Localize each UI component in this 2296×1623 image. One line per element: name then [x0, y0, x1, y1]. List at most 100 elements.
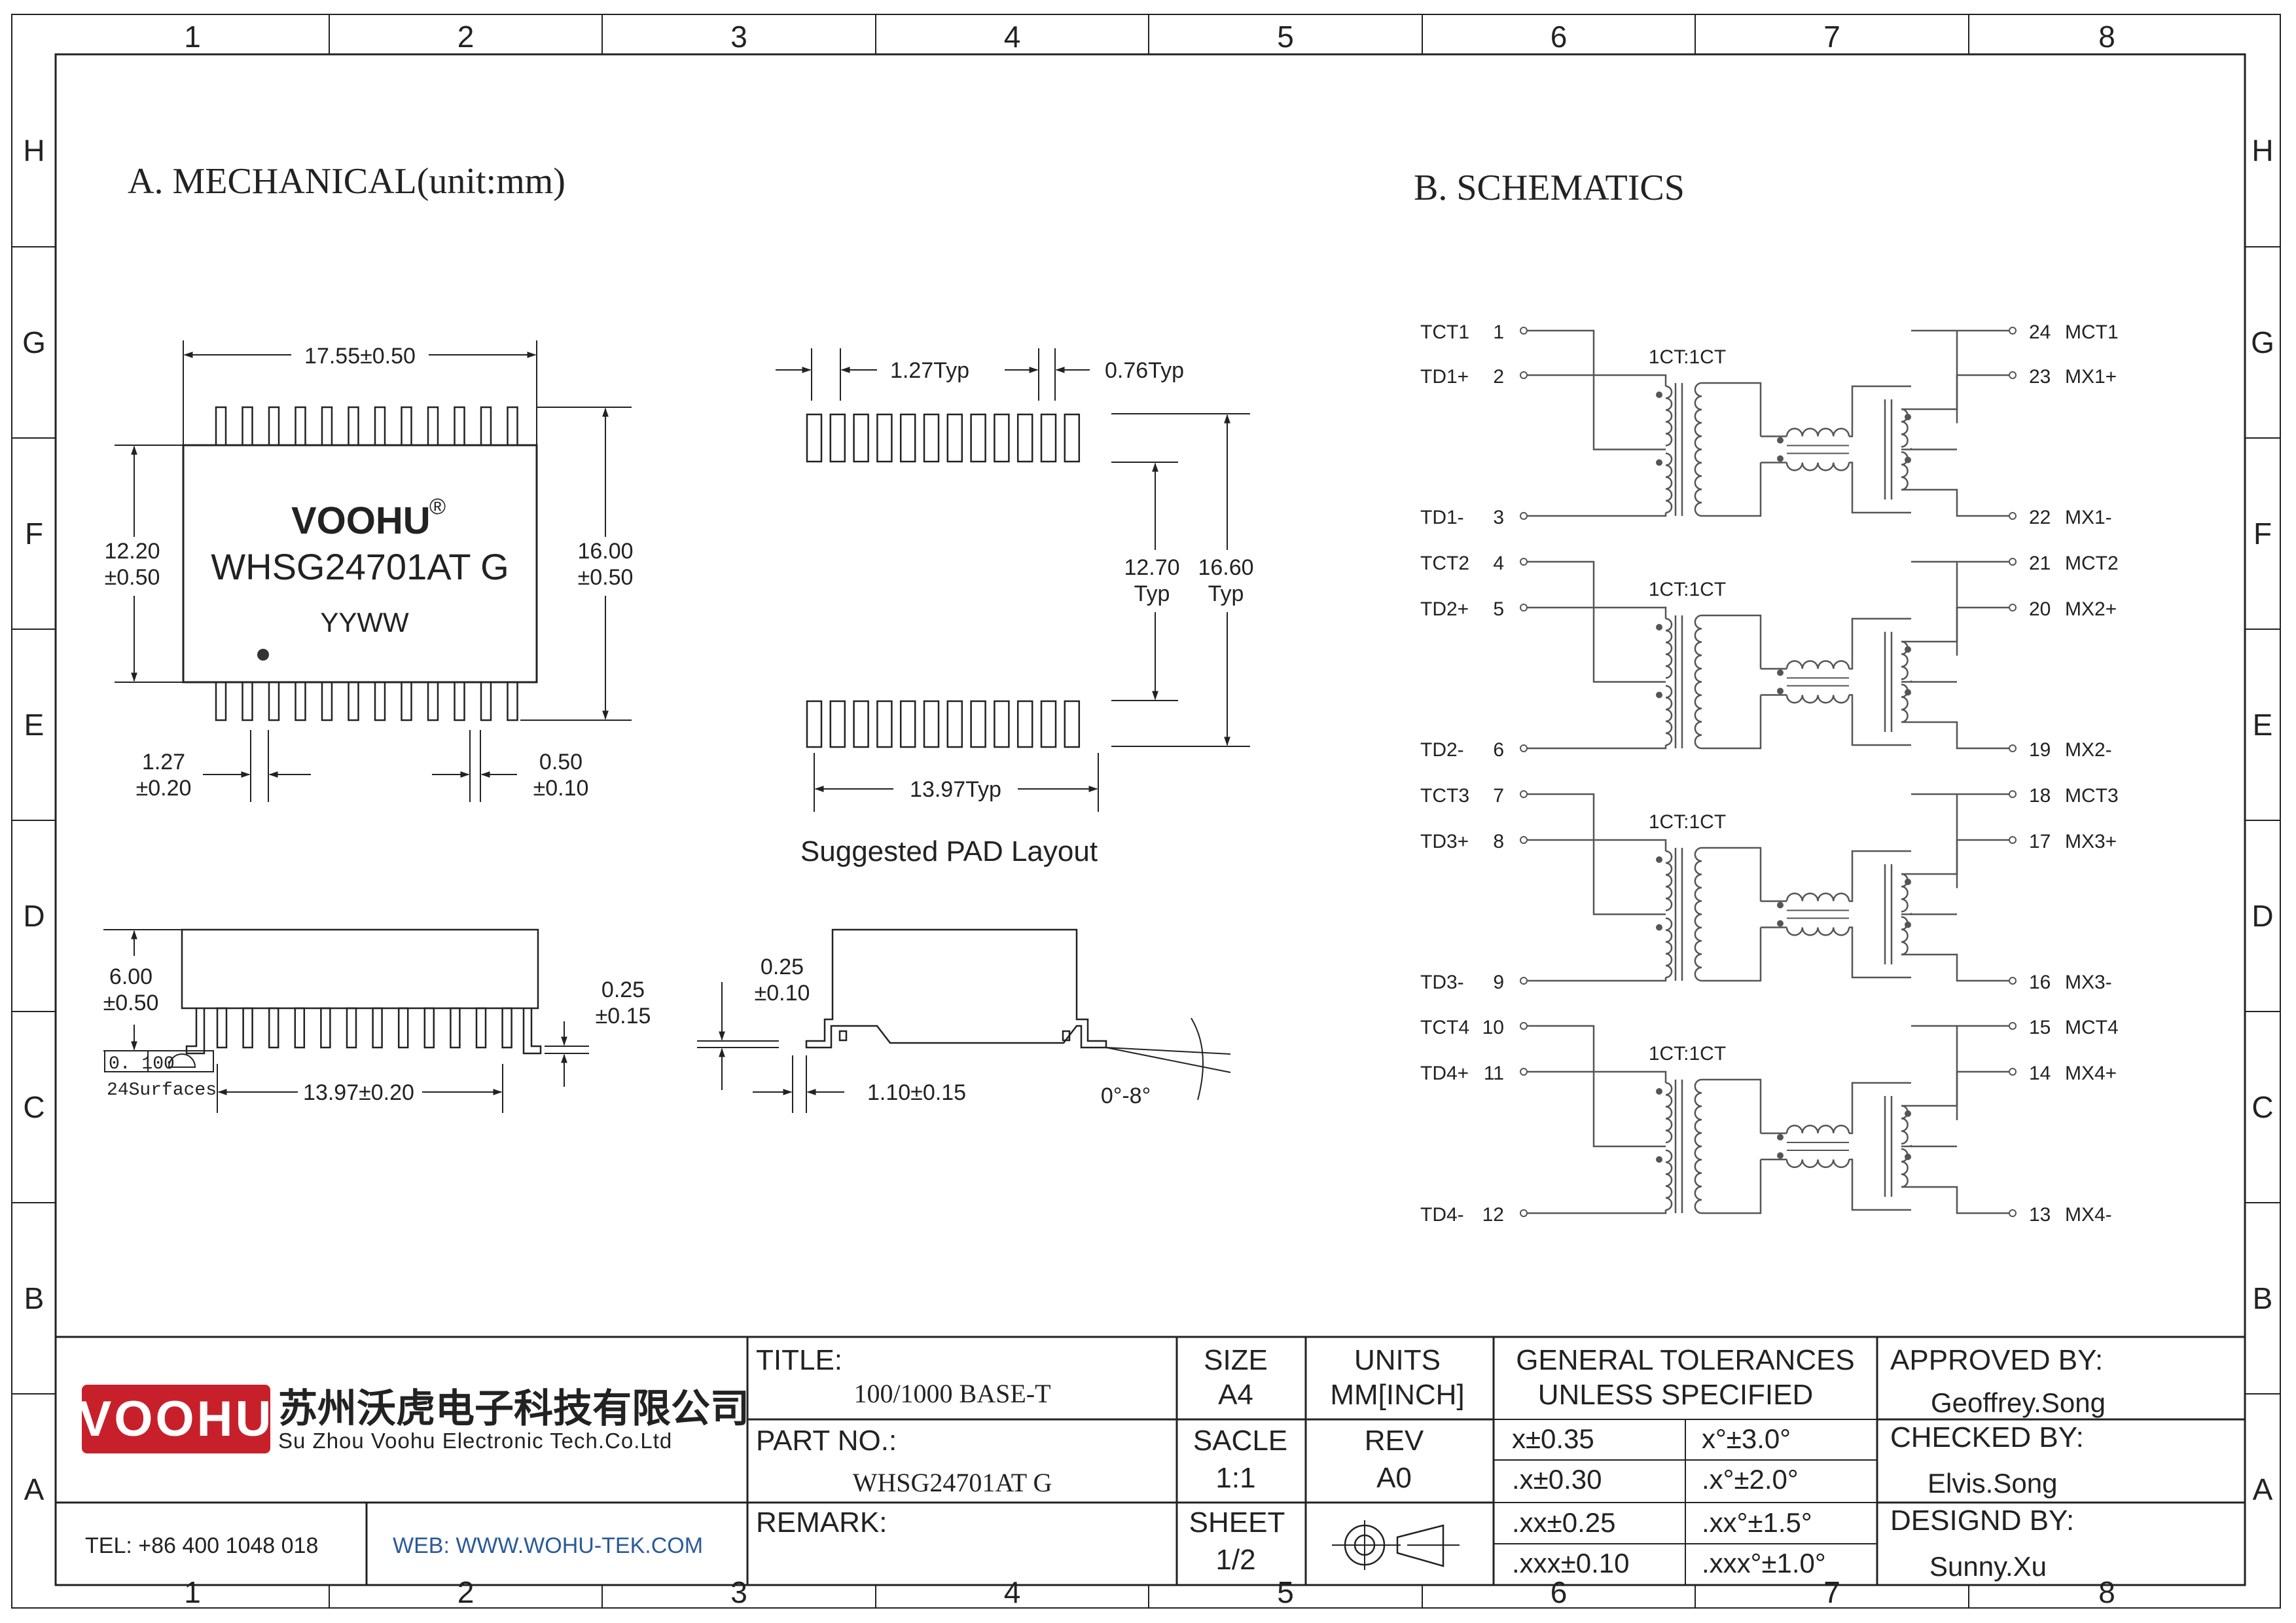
- side-lead: [397, 1007, 409, 1049]
- size-value: A4: [1218, 1379, 1253, 1411]
- standoff-dim: 0.25: [761, 955, 804, 979]
- body-height-tol: ±0.50: [105, 565, 160, 590]
- pin-terminal: [1520, 558, 1528, 566]
- package-pin: [268, 406, 280, 447]
- solder-pad: [923, 700, 940, 748]
- pin-terminal: [1520, 371, 1528, 379]
- grid-row-left: H: [23, 134, 45, 168]
- pin-terminal: [2009, 604, 2017, 611]
- wire: [1901, 374, 2009, 410]
- side-lead: [242, 1007, 253, 1049]
- grid-col-top: 3: [730, 20, 747, 54]
- title-block-grid: [56, 1336, 2245, 1585]
- scale-value: 1:1: [1215, 1462, 1255, 1494]
- choke-winding: [1785, 462, 1850, 471]
- solder-pad: [1040, 413, 1057, 463]
- grid-col-bottom: 4: [1004, 1575, 1021, 1609]
- winding: [1694, 847, 1702, 982]
- ratio-label: 1CT:1CT: [1649, 811, 1726, 833]
- pin-terminal: [1520, 1022, 1528, 1030]
- solder-pad: [899, 700, 916, 748]
- pin-terminal: [2009, 1068, 2017, 1076]
- package-pin: [401, 406, 412, 447]
- ratio-label: 1CT:1CT: [1649, 346, 1726, 368]
- pin-terminal: [2009, 1209, 2017, 1217]
- package-pin: [215, 681, 227, 721]
- tolerance-angular: .x°±2.0°: [1702, 1464, 1799, 1495]
- pitch-tol: ±0.20: [136, 776, 192, 801]
- side-lead: [450, 1007, 461, 1049]
- pin-name: MX2-: [2065, 739, 2112, 761]
- pin-name: MCT1: [2065, 321, 2119, 343]
- part-marking: WHSG24701AT G: [211, 546, 509, 587]
- pin-terminal: [1520, 327, 1528, 335]
- overall-height-tol: ±0.50: [578, 565, 634, 590]
- polarity-dot: [1905, 646, 1911, 653]
- pin-name: TCT3: [1420, 785, 1469, 807]
- package-pin: [401, 681, 412, 721]
- pin-number: 22: [2029, 507, 2051, 528]
- wire: [1901, 1145, 1912, 1148]
- polarity-dot: [1905, 414, 1911, 420]
- pin-name: MX1+: [2065, 366, 2117, 388]
- checked-label: CHECKED BY:: [1890, 1421, 2084, 1453]
- grid-row-right: A: [2253, 1472, 2273, 1506]
- sheet-label: SHEET: [1189, 1506, 1285, 1539]
- pin-number: 16: [2029, 972, 2051, 993]
- body-height-dim: 12.20: [104, 539, 160, 564]
- winding: [1665, 452, 1673, 514]
- grid-row-left: B: [24, 1281, 45, 1315]
- pin-terminal: [1520, 1209, 1528, 1217]
- wire: [1702, 695, 1762, 750]
- package-pin: [480, 406, 492, 447]
- pin-name: TD3+: [1420, 831, 1469, 852]
- package-pin: [295, 681, 306, 721]
- pin-terminal: [1520, 604, 1528, 611]
- coplanarity-note: 24Surfaces: [107, 1080, 217, 1101]
- package-pin: [454, 406, 465, 447]
- wire: [1901, 953, 2009, 982]
- checked-value: Elvis.Song: [1928, 1468, 2057, 1499]
- side-lead: [372, 1007, 383, 1049]
- pad-outer-typ: Typ: [1208, 581, 1244, 606]
- pin-number: 8: [1493, 831, 1504, 852]
- date-code: YYWW: [320, 607, 409, 638]
- wire: [1901, 448, 1912, 450]
- side-lead: [320, 1007, 331, 1049]
- choke-winding: [1785, 1159, 1850, 1169]
- polarity-dot: [1777, 1134, 1784, 1140]
- polarity-dot: [1905, 879, 1911, 885]
- overall-height-dim: 16.00: [577, 539, 633, 564]
- pin-name: TCT1: [1420, 321, 1469, 343]
- pin-number: 11: [1484, 1063, 1504, 1084]
- grid-row-left: G: [22, 325, 46, 359]
- package-pin: [427, 406, 439, 447]
- pin-terminal: [2009, 836, 2017, 844]
- solder-pad: [970, 413, 986, 463]
- angle-dim: 0°-8°: [1101, 1084, 1151, 1108]
- wire: [1702, 847, 1762, 902]
- grid-row-left: F: [25, 517, 43, 551]
- designed-value: Sunny.Xu: [1929, 1551, 2047, 1582]
- polarity-dot: [1656, 924, 1662, 931]
- pin-terminal: [2009, 327, 2017, 335]
- company-name-en: Su Zhou Voohu Electronic Tech.Co.Ltd: [278, 1429, 672, 1453]
- grid-col-bottom: 5: [1277, 1575, 1294, 1609]
- pad-row-top: [806, 413, 1081, 463]
- side-lead: [522, 1008, 542, 1055]
- web-link[interactable]: WEB: WWW.WOHU-TEK.COM: [393, 1533, 703, 1558]
- package-pin: [454, 681, 465, 721]
- polarity-dot: [1777, 902, 1784, 909]
- wire: [1527, 329, 1666, 450]
- package-pin: [507, 406, 518, 447]
- wire: [1702, 382, 1762, 437]
- lead-thickness-tol: ±0.15: [596, 1004, 651, 1029]
- polarity-dot: [1656, 459, 1662, 466]
- choke-winding: [1785, 695, 1850, 704]
- package-pin: [348, 681, 359, 721]
- mechanical-heading: A. MECHANICAL(unit:mm): [128, 161, 565, 202]
- solder-pad: [853, 700, 869, 748]
- wire: [1527, 513, 1667, 517]
- grid-col-top: 1: [184, 20, 201, 54]
